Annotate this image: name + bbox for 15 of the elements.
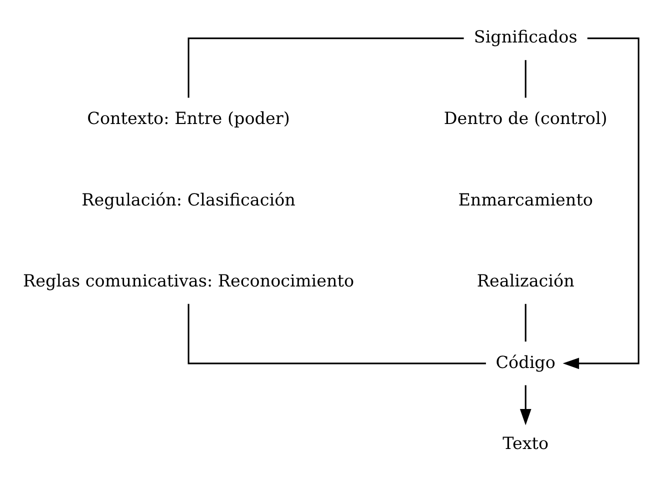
connector — [524, 304, 526, 342]
node-text: Dentro de (control) — [444, 108, 608, 128]
node-text: Realización — [476, 270, 574, 291]
arrow — [520, 385, 532, 426]
node-text: Regulación: Clasificación — [82, 189, 296, 210]
node-text: Significados — [474, 26, 578, 47]
connector — [188, 38, 464, 98]
arrow — [562, 38, 640, 370]
node-text: Texto — [502, 433, 549, 454]
connector — [188, 304, 486, 364]
connector — [524, 60, 526, 98]
node-text: Reglas comunicativas: Reconocimiento — [23, 270, 354, 291]
node-text: Enmarcamiento — [458, 189, 593, 210]
node-text: Código — [496, 352, 556, 372]
node-text: Contexto: Entre (poder) — [87, 108, 290, 128]
